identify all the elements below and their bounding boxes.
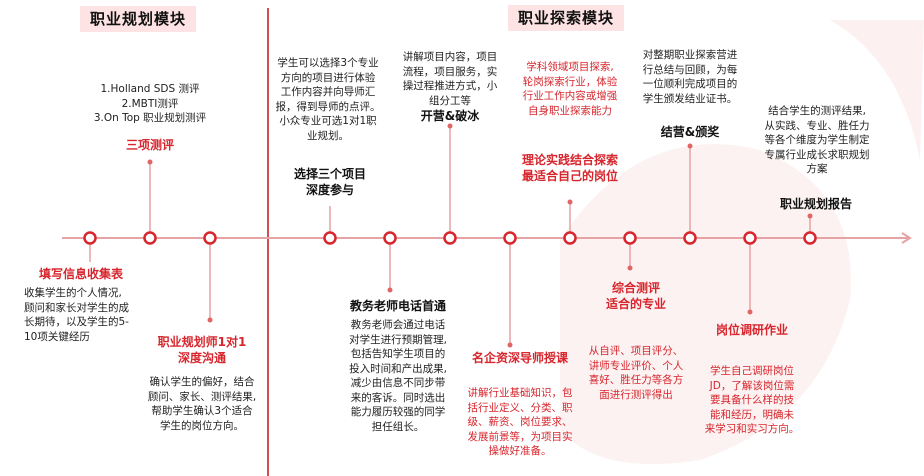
end-dot xyxy=(687,143,693,149)
timeline-nodes xyxy=(83,231,817,245)
end-dot xyxy=(447,123,453,129)
end-dot xyxy=(567,199,573,205)
timeline-node xyxy=(443,231,457,245)
step-title-three-tests: 三项测评 xyxy=(125,138,174,152)
end-dot xyxy=(747,309,753,315)
timeline-node xyxy=(743,231,757,245)
end-dot xyxy=(507,342,513,348)
timeline-node xyxy=(623,231,637,245)
step-desc-assessment: 从自评、项目评分、讲师专业评价、个人喜好、胜任力等各方面进行测评得出 xyxy=(588,345,684,401)
header-career-exploration: 职业探索模块 xyxy=(508,5,625,31)
step-desc-three-projects: 学生可以选择3个专业方向的项目进行体验工作内容并向导师汇报，得到导师的点评。小众… xyxy=(275,57,381,142)
timeline-node xyxy=(143,231,157,245)
end-dot xyxy=(807,213,813,219)
timeline-node xyxy=(323,231,337,245)
step-title-opening: 开营&破冰 xyxy=(420,109,480,123)
step-desc-closing: 对整期职业探索营进行总结与回顾，为每一位顺利完成项目的学生颁发结业证书。 xyxy=(642,49,738,105)
step-desc-one-on-one: 确认学生的偏好，结合顾问、家长、测评结果,帮助学生确认3个适合学生的岗位方向。 xyxy=(147,376,257,432)
step-desc-info-form: 收集学生的个人情况,顾问和家长对学生的成长期待，以及学生的5-10项关键经历 xyxy=(24,287,129,343)
end-dot xyxy=(627,265,633,271)
step-desc-theory-practice: 学科领域项目探索,轮岗探索行业，体验行业工作内容或增强自身职业探索能力 xyxy=(522,61,618,117)
timeline-node xyxy=(383,231,397,245)
timeline-node xyxy=(803,231,817,245)
connector-end-dots xyxy=(147,123,813,348)
timeline-node xyxy=(503,231,517,245)
timeline-node xyxy=(203,231,217,245)
header-career-planning: 职业规划模块 xyxy=(80,6,197,32)
background-corner-shape xyxy=(830,20,924,160)
timeline-node xyxy=(83,231,97,245)
step-title-three-projects: 选择三个项目深度参与 xyxy=(293,167,366,197)
step-desc-career-report: 结合学生的测评结果,从实践、专业、胜任力等各个维度为学生制定专属行业成长求职规划… xyxy=(764,105,870,175)
end-dot xyxy=(387,287,393,293)
step-title-career-report: 职业规划报告 xyxy=(779,197,852,211)
background-swoosh xyxy=(560,144,851,465)
step-title-theory-practice: 理论实践结合探索最适合自己的岗位 xyxy=(521,153,618,183)
step-desc-opening: 讲解项目内容，项目流程，项目服务，实操过程推进方式，小组分工等 xyxy=(402,51,498,107)
timeline-node xyxy=(683,231,697,245)
step-desc-mentor-lecture: 讲解行业基础知识，包括行业定义、分类、职级、薪资、岗位要求、发展前景等，为项目实… xyxy=(467,387,573,457)
step-title-phone-call: 教务老师电话首通 xyxy=(349,299,446,313)
step-title-closing: 结营&颁奖 xyxy=(660,125,720,139)
step-title-assessment: 综合测评适合的专业 xyxy=(605,281,666,311)
end-dot xyxy=(207,317,213,323)
step-title-mentor-lecture: 名企资深导师授课 xyxy=(471,351,568,365)
step-title-info-form: 填写信息收集表 xyxy=(38,267,123,281)
timeline-arrow-icon xyxy=(901,232,912,244)
step-desc-phone-call: 教务老师会通过电话对学生进行预期管理,包括告知学生项目的投入时间和产出成果,减少… xyxy=(349,319,447,433)
end-dot xyxy=(147,159,153,165)
step-title-job-research: 岗位调研作业 xyxy=(715,323,788,337)
timeline-node xyxy=(563,231,577,245)
